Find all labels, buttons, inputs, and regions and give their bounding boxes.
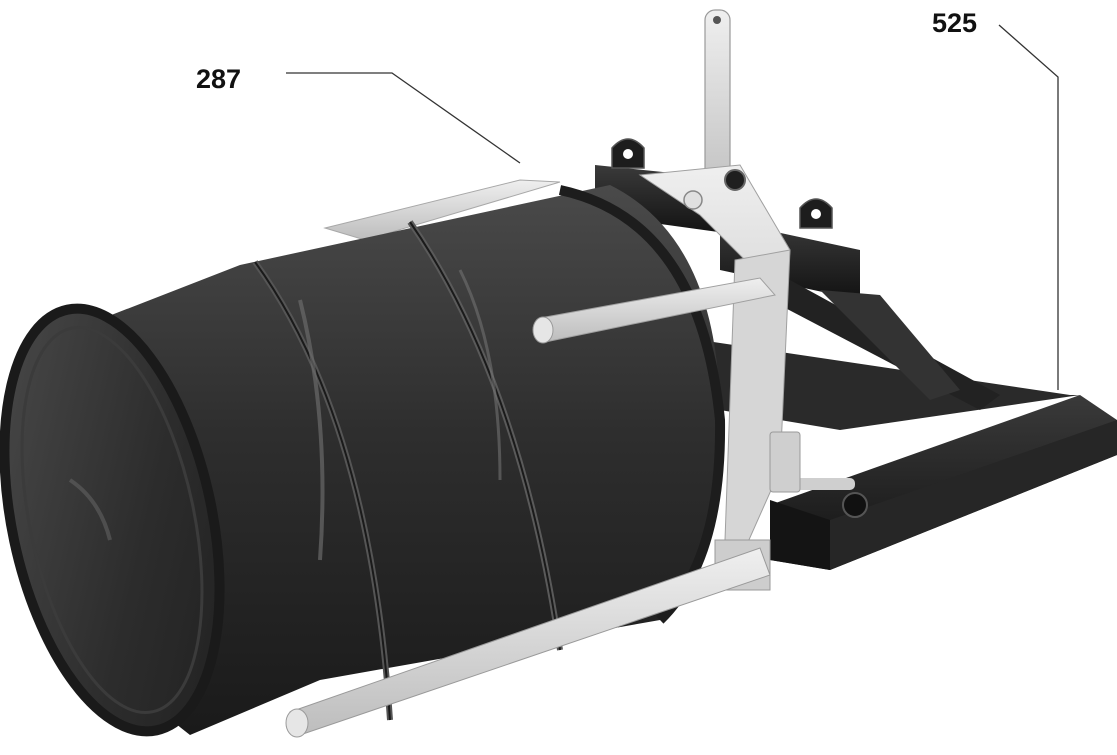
tilt-handle [704,9,731,211]
steel-drum [0,185,726,737]
callout-525-leader [998,24,1059,390]
cradle-frame [638,164,801,591]
callout-label-525: 525 [932,8,978,38]
callout-label-287: 287 [196,64,242,94]
callout-287-leader [286,72,521,164]
top-rail [323,179,561,241]
